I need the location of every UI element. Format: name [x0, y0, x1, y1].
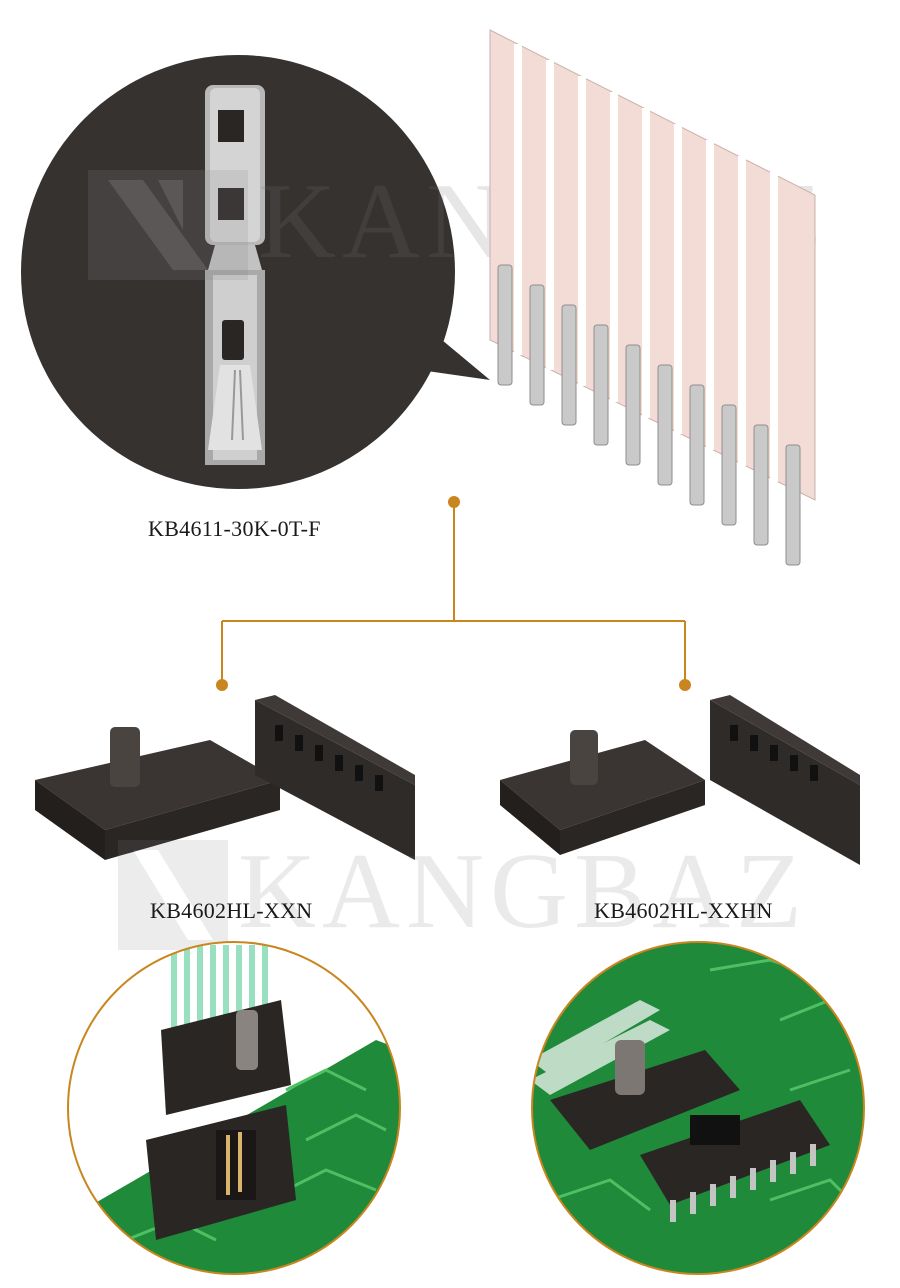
watermark-logo-icon-2 [118, 840, 228, 950]
terminal-strip-image [480, 20, 820, 570]
housing-right-image [495, 695, 865, 870]
dot-top-icon [448, 496, 460, 508]
watermark-middle: KANGBAZ [118, 832, 838, 951]
terminal-part-number: KB4611-30K-0T-F [148, 516, 321, 541]
dot-left-icon [216, 679, 228, 691]
connector-lines [0, 490, 900, 700]
terminal-magnifier [0, 0, 520, 500]
housing-left-image [30, 695, 420, 870]
housing-right-part-number: KB4602HL-XXHN [594, 898, 773, 923]
application-right-image [530, 940, 866, 1276]
housing-left-part-number: KB4602HL-XXN [150, 898, 313, 923]
dot-right-icon [679, 679, 691, 691]
watermark-logo-icon [88, 170, 248, 280]
terminal-closeup-image [205, 85, 265, 465]
application-left-image [66, 940, 402, 1276]
watermark-text-2: KANGBAZ [238, 832, 808, 951]
